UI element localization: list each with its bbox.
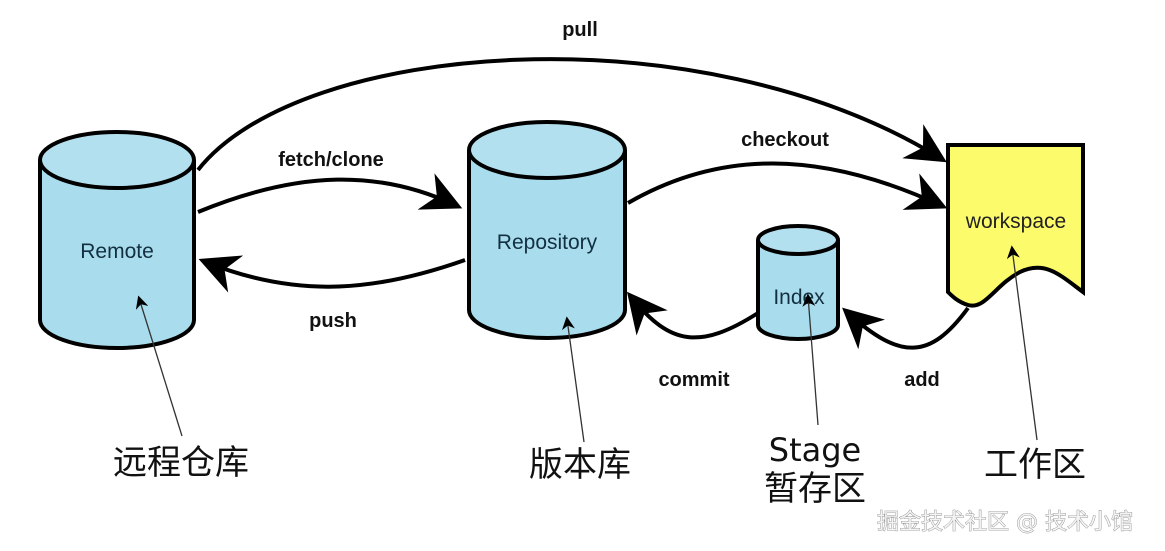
- push-arrow: [198, 255, 466, 293]
- index-label: Index: [773, 286, 825, 309]
- workspace-caption: 工作区: [984, 445, 1086, 485]
- remote-cylinder: Remote: [38, 130, 196, 350]
- index-caption: 暂存区: [764, 469, 866, 509]
- watermark: 掘金技术社区 @ 技术小馆: [877, 510, 1133, 535]
- remote-label: Remote: [80, 240, 154, 263]
- pull-label: pull: [562, 19, 598, 41]
- index-caption-pointer: [802, 293, 819, 426]
- fetch-clone-label: fetch/clone: [278, 149, 384, 171]
- add-arrow: [842, 306, 970, 350]
- remote-caption: 远程仓库: [113, 443, 249, 483]
- index-cylinder: Index: [756, 224, 840, 341]
- commit-label: commit: [658, 369, 729, 391]
- workspace-caption-pointer: [1006, 245, 1038, 441]
- push-label: push: [309, 310, 357, 332]
- remote-caption-pointer: [135, 295, 183, 437]
- workspace-document: workspace: [946, 143, 1085, 308]
- repository-label: Repository: [497, 231, 598, 254]
- add-label: add: [904, 369, 940, 391]
- repository-caption: 版本库: [529, 445, 631, 485]
- commit-arrow: [626, 291, 760, 340]
- checkout-arrow: [627, 161, 948, 210]
- checkout-label: checkout: [741, 129, 829, 151]
- index-caption-en: Stage: [769, 431, 861, 469]
- pull-arrow: [196, 57, 947, 172]
- workspace-label: workspace: [965, 210, 1066, 233]
- fetch-clone-arrow: [197, 173, 463, 214]
- repository-caption-pointer: [561, 316, 585, 443]
- repository-cylinder: Repository: [467, 120, 627, 340]
